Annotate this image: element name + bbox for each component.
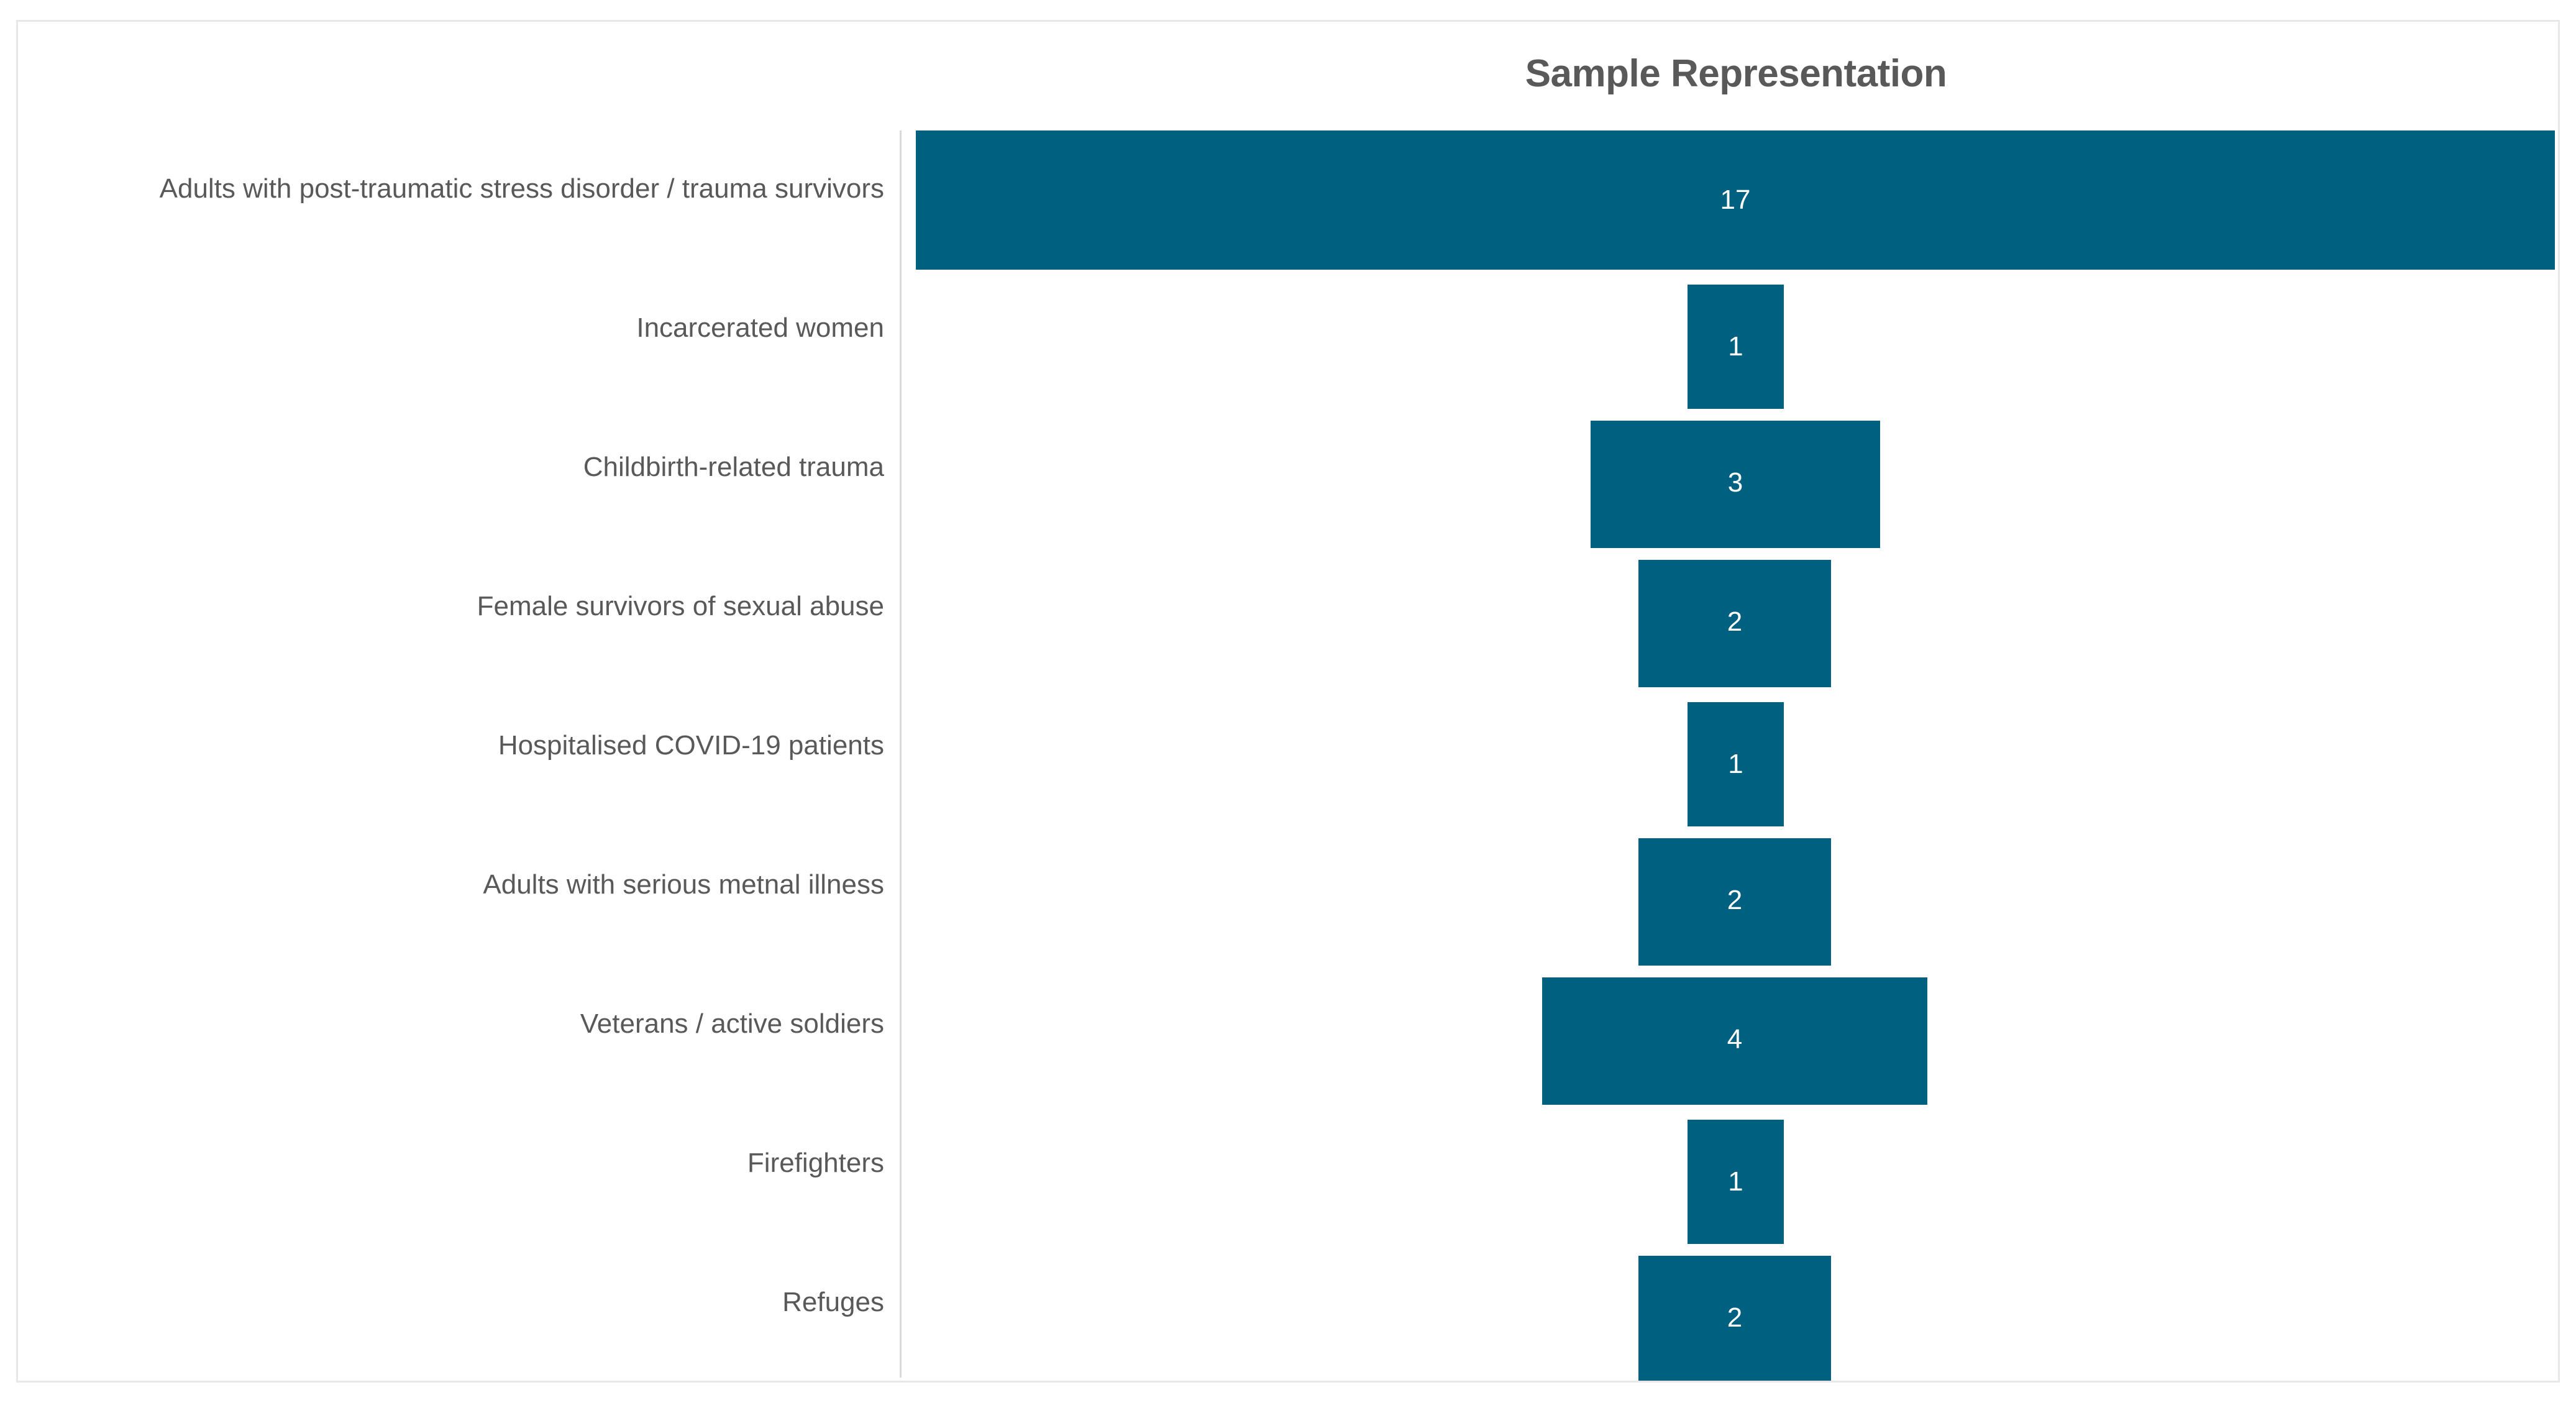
category-label: Adults with post-traumatic stress disord… (159, 173, 884, 204)
bar[interactable]: 2 (1638, 838, 1831, 966)
bar-value-label: 3 (1727, 467, 1743, 498)
bar-value-label: 2 (1727, 885, 1743, 915)
category-axis-line (900, 130, 902, 1378)
bar-row: Incarcerated women 1 (18, 270, 2558, 409)
bar-value-label: 4 (1727, 1024, 1743, 1054)
category-label: Veterans / active soldiers (580, 1008, 884, 1039)
bar[interactable]: 17 (916, 130, 2555, 270)
bar[interactable]: 1 (1688, 702, 1784, 826)
category-label: Firefighters (747, 1148, 884, 1178)
bar[interactable]: 3 (1591, 421, 1880, 548)
bar[interactable]: 4 (1542, 977, 1927, 1105)
bar[interactable]: 2 (1638, 560, 1831, 687)
bar[interactable]: 1 (1688, 1120, 1784, 1244)
bar[interactable]: 2 (1638, 1256, 1831, 1381)
bar-row: Hospitalised COVID-19 patients 1 (18, 687, 2558, 826)
bar-row: Adults with post-traumatic stress disord… (18, 130, 2558, 270)
bar[interactable]: 1 (1688, 285, 1784, 409)
chart-frame: Sample Representation Adults with post-t… (16, 20, 2560, 1383)
bar-row: Childbirth-related trauma 3 (18, 409, 2558, 548)
category-label: Incarcerated women (636, 313, 884, 343)
plot-area: Adults with post-traumatic stress disord… (18, 130, 2558, 1381)
bar-value-label: 1 (1728, 1166, 1743, 1197)
bar-value-label: 17 (1720, 185, 1751, 215)
bar-value-label: 1 (1728, 749, 1743, 779)
bar-row: Firefighters 1 (18, 1105, 2558, 1244)
category-label: Refuges (782, 1287, 884, 1317)
bar-value-label: 2 (1727, 1302, 1743, 1333)
bar-row: Female survivors of sexual abuse 2 (18, 548, 2558, 687)
category-label: Female survivors of sexual abuse (477, 591, 884, 621)
chart-title: Sample Representation (1525, 52, 1947, 95)
category-label: Hospitalised COVID-19 patients (498, 730, 884, 761)
bar-row: Adults with serious metnal illness 2 (18, 826, 2558, 966)
bar-value-label: 1 (1728, 331, 1743, 362)
bar-row: Veterans / active soldiers 4 (18, 966, 2558, 1105)
bar-value-label: 2 (1727, 606, 1743, 637)
category-label: Adults with serious metnal illness (483, 869, 884, 900)
bar-row: Refuges 2 (18, 1244, 2558, 1381)
category-label: Childbirth-related trauma (583, 452, 884, 482)
